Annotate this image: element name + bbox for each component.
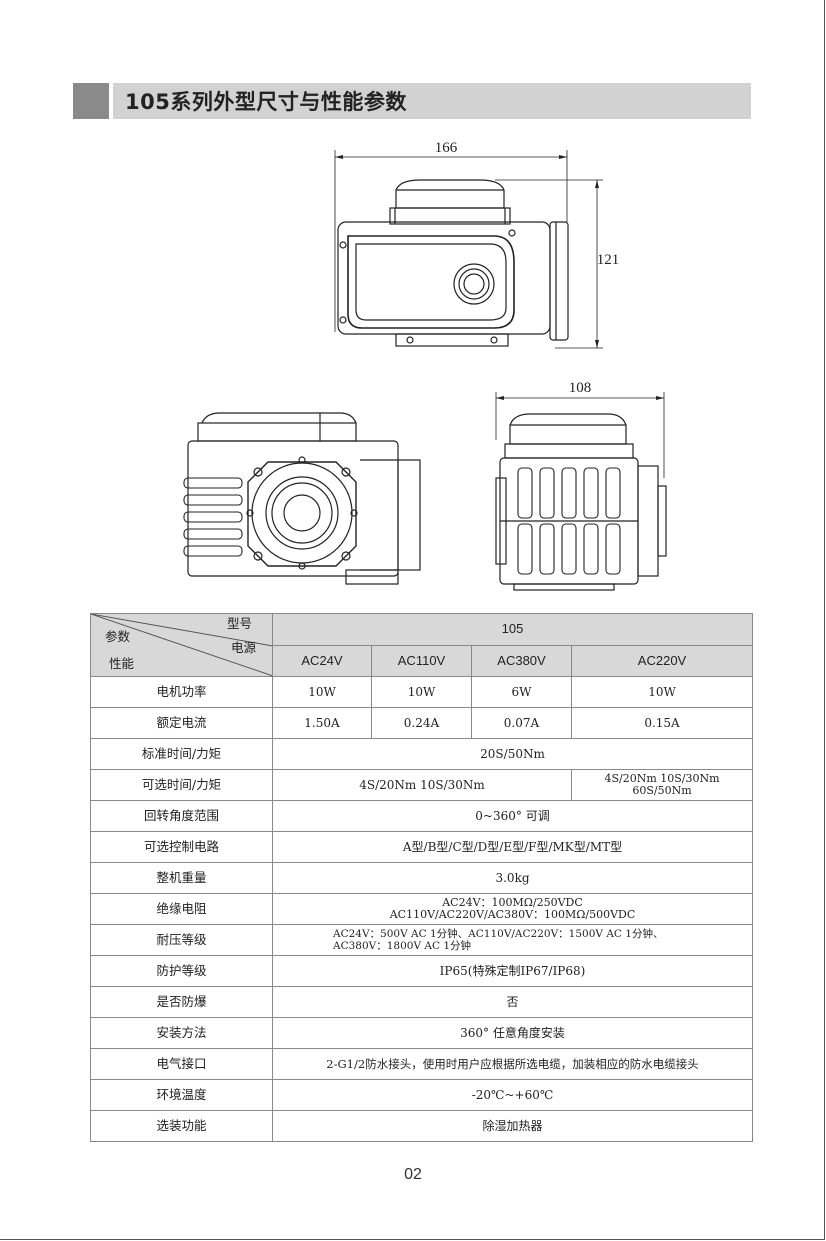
title-bar xyxy=(113,83,751,119)
cell-line: 4S/20Nm 10S/30Nm xyxy=(604,772,720,785)
cell-value-multiline: 4S/20Nm 10S/30Nm 60S/50Nm xyxy=(570,769,754,801)
cell-value: -20℃~+60℃ xyxy=(271,1079,754,1111)
title-marker xyxy=(73,83,109,119)
corner-performance-label: 性能 xyxy=(109,656,135,671)
front-view-drawing xyxy=(334,150,603,349)
cell-value: 0.24A xyxy=(371,707,472,739)
corner-power-label: 电源 xyxy=(231,640,257,655)
row-label: 可选控制电路 xyxy=(90,831,273,863)
row-label: 整机重量 xyxy=(90,862,273,894)
cell-value: 20S/50Nm xyxy=(271,738,754,770)
cell-value: 0.07A xyxy=(471,707,572,739)
table-row: 防护等级 IP65(特殊定制IP67/IP68) xyxy=(90,955,754,987)
voltage-header: AC110V xyxy=(371,644,472,677)
model-header: 105 xyxy=(271,613,754,646)
cell-value: 10W xyxy=(371,676,472,708)
cell-line: 60S/50Nm xyxy=(632,784,692,797)
voltage-header: AC24V xyxy=(272,644,372,677)
table-row: 电气接口 2-G1/2防水接头，使用时用户应根据所选电缆，加装相应的防水电缆接头 xyxy=(90,1048,754,1080)
actuator-drawings: 166 121 108 xyxy=(183,140,667,591)
dim-side-width: 108 xyxy=(569,380,592,396)
table-row: 绝缘电阻 AC24V：100MΩ/250VDC AC110V/AC220V/AC… xyxy=(90,893,754,925)
voltage-header: AC220V xyxy=(570,644,754,677)
row-label: 环境温度 xyxy=(90,1079,273,1111)
cell-line: AC24V：100MΩ/250VDC xyxy=(442,896,583,909)
cell-value: 10W xyxy=(570,676,754,708)
table-row: 耐压等级 AC24V：500V AC 1分钟、AC110V/AC220V：150… xyxy=(90,924,754,956)
dim-front-height: 121 xyxy=(597,252,620,268)
cell-value: 0~360° 可调 xyxy=(271,800,754,832)
table-row: 可选控制电路 A型/B型/C型/D型/E型/F型/MK型/MT型 xyxy=(90,831,754,863)
page-number: 02 xyxy=(404,1166,422,1183)
cell-value: 10W xyxy=(272,676,372,708)
spec-table: 型号 电源 参数 性能 105 AC24V AC110V AC380V AC22… xyxy=(90,613,754,1142)
cell-value: 4S/20Nm 10S/30Nm xyxy=(272,769,572,801)
row-label: 电机功率 xyxy=(90,676,273,708)
cell-value: 6W xyxy=(471,676,572,708)
page-title: 105系列外型尺寸与性能参数 xyxy=(125,90,407,114)
voltage-header: AC380V xyxy=(471,644,572,677)
cell-line: AC380V：1800V AC 1分钟 xyxy=(333,940,472,952)
corner-params-label: 参数 xyxy=(105,629,131,644)
cell-line: AC110V/AC220V/AC380V：100MΩ/500VDC xyxy=(389,908,636,921)
cell-value: 3.0kg xyxy=(271,862,754,894)
table-row: 选装功能 除湿加热器 xyxy=(90,1110,754,1142)
row-label: 是否防爆 xyxy=(90,986,273,1018)
table-row: 可选时间/力矩 4S/20Nm 10S/30Nm 4S/20Nm 10S/30N… xyxy=(90,769,754,801)
flange-view-drawing xyxy=(183,412,421,585)
cell-value: 360° 任意角度安装 xyxy=(271,1017,754,1049)
cell-value: 1.50A xyxy=(272,707,372,739)
table-row: 环境温度 -20℃~+60℃ xyxy=(90,1079,754,1111)
cell-line: AC24V：500V AC 1分钟、AC110V/AC220V：1500V AC… xyxy=(333,928,664,940)
cell-value-multiline: AC24V：100MΩ/250VDC AC110V/AC220V/AC380V：… xyxy=(271,893,754,925)
cell-value: IP65(特殊定制IP67/IP68) xyxy=(271,955,754,987)
table-row: 标准时间/力矩 20S/50Nm xyxy=(90,738,754,770)
table-row: 电机功率 10W 10W 6W 10W xyxy=(90,676,754,708)
dim-front-width: 166 xyxy=(435,140,458,156)
row-label: 耐压等级 xyxy=(90,924,273,956)
table-row: 额定电流 1.50A 0.24A 0.07A 0.15A xyxy=(90,707,754,739)
row-label: 额定电流 xyxy=(90,707,273,739)
cell-value: 除湿加热器 xyxy=(271,1110,754,1142)
row-label: 安装方法 xyxy=(90,1017,273,1049)
cell-value: 否 xyxy=(271,986,754,1018)
corner-model-label: 型号 xyxy=(227,616,253,631)
cell-value: 0.15A xyxy=(570,707,754,739)
cell-value: A型/B型/C型/D型/E型/F型/MK型/MT型 xyxy=(271,831,754,863)
table-row: 是否防爆 否 xyxy=(90,986,754,1018)
cell-value-multiline: AC24V：500V AC 1分钟、AC110V/AC220V：1500V AC… xyxy=(271,924,754,956)
row-label: 可选时间/力矩 xyxy=(90,769,273,801)
row-label: 标准时间/力矩 xyxy=(90,738,273,770)
row-label: 回转角度范围 xyxy=(90,800,273,832)
row-label: 绝缘电阻 xyxy=(90,893,273,925)
row-label: 选装功能 xyxy=(90,1110,273,1142)
table-row: 整机重量 3.0kg xyxy=(90,862,754,894)
cell-value: 2-G1/2防水接头，使用时用户应根据所选电缆，加装相应的防水电缆接头 xyxy=(271,1048,754,1080)
side-view-drawing xyxy=(495,392,667,591)
table-row: 安装方法 360° 任意角度安装 xyxy=(90,1017,754,1049)
table-corner-header: 型号 电源 参数 性能 xyxy=(90,613,273,677)
table-row: 回转角度范围 0~360° 可调 xyxy=(90,800,754,832)
row-label: 防护等级 xyxy=(90,955,273,987)
row-label: 电气接口 xyxy=(90,1048,273,1080)
